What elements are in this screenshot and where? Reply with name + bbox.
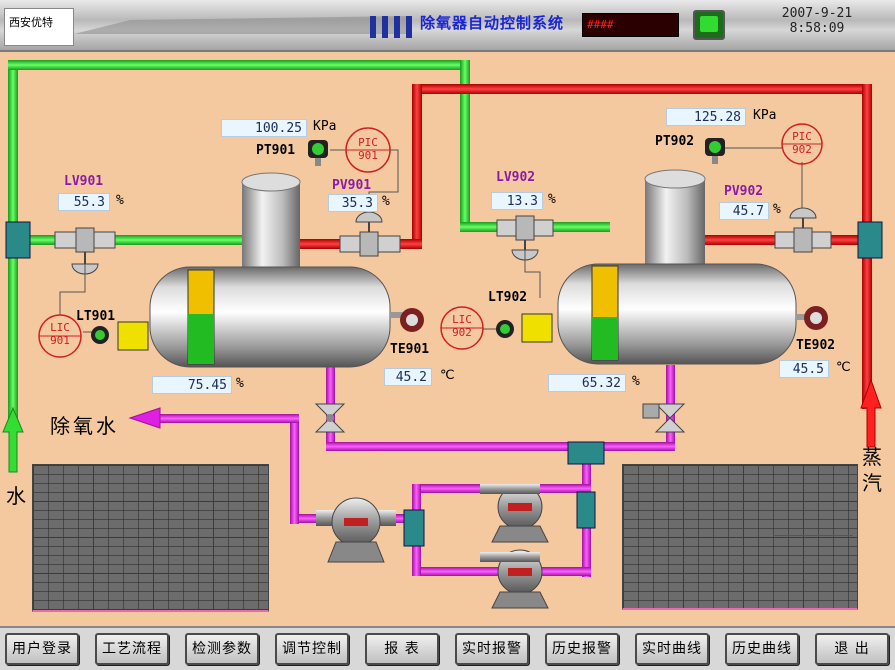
te902-sensor bbox=[796, 306, 828, 330]
outlet-horizontal bbox=[160, 414, 299, 423]
feed-pump-1[interactable] bbox=[316, 497, 396, 563]
level-901-value: 75.45 bbox=[152, 376, 232, 394]
water-inlet-arrow bbox=[2, 406, 24, 473]
nav-user-login-button[interactable]: 用户登录 bbox=[5, 633, 79, 665]
lv901-tag: LV901 bbox=[64, 174, 104, 189]
nav-history-alarm-button[interactable]: 历史报警 bbox=[545, 633, 619, 665]
outlet-valve-1[interactable] bbox=[314, 403, 346, 433]
pv901-unit: % bbox=[382, 194, 390, 209]
nav-control-button[interactable]: 调节控制 bbox=[275, 633, 349, 665]
steam-pipe-mid bbox=[412, 84, 422, 249]
steam-inlet-label: 蒸汽 bbox=[862, 445, 882, 495]
pv902-unit: % bbox=[773, 202, 781, 217]
steam-pipe-top bbox=[412, 84, 872, 94]
process-diagram bbox=[2, 60, 883, 609]
pv902-value[interactable]: 45.7 bbox=[719, 202, 769, 220]
lt902-tag: LT902 bbox=[488, 290, 528, 305]
pump-tee-right bbox=[576, 491, 596, 529]
outlet-valve-2[interactable] bbox=[642, 403, 686, 433]
pump-tee-left bbox=[403, 509, 425, 547]
water-tee-left bbox=[5, 221, 31, 259]
lv901-unit: % bbox=[116, 193, 124, 208]
pt901-tag: PT901 bbox=[256, 143, 296, 158]
te901-tag: TE901 bbox=[390, 342, 430, 357]
deaerated-water-arrow bbox=[128, 407, 161, 429]
alarm-display: #### bbox=[582, 13, 679, 37]
steam-inlet-arrow bbox=[860, 378, 882, 448]
lt901-tag: LT901 bbox=[76, 309, 116, 324]
water-pipe-to-lv901 bbox=[18, 235, 248, 245]
feed-pump-3[interactable] bbox=[480, 549, 549, 609]
lt901-transmitter bbox=[91, 321, 149, 351]
pt902-tag: PT902 bbox=[655, 134, 695, 149]
pv901-value[interactable]: 35.3 bbox=[328, 194, 378, 212]
te902-unit: ℃ bbox=[836, 360, 851, 375]
pt902-transmitter bbox=[705, 138, 725, 164]
nav-parameters-button[interactable]: 检测参数 bbox=[185, 633, 259, 665]
datetime-display: 2007-9-21 8:58:09 bbox=[762, 6, 872, 36]
trend-panel-left[interactable] bbox=[32, 464, 269, 612]
te902-tag: TE902 bbox=[796, 338, 836, 353]
deaerator-tank-2 bbox=[557, 169, 797, 365]
level-901-unit: % bbox=[236, 376, 244, 391]
pt901-unit: KPa bbox=[313, 119, 337, 134]
date-text: 2007-9-21 bbox=[781, 6, 853, 21]
lv901-value[interactable]: 55.3 bbox=[58, 193, 110, 211]
level-902-value: 65.32 bbox=[548, 374, 626, 392]
header-decoration bbox=[74, 16, 412, 38]
pv902-tag: PV902 bbox=[724, 184, 764, 199]
lv902-tag: LV902 bbox=[496, 170, 536, 185]
level-902-unit: % bbox=[632, 374, 640, 389]
nav-process-flow-button[interactable]: 工艺流程 bbox=[95, 633, 169, 665]
water-pipe-mid bbox=[460, 60, 470, 230]
deaerated-water-label: 除氧水 bbox=[50, 414, 119, 438]
outlet-tee bbox=[567, 441, 605, 465]
pv902-valve[interactable] bbox=[774, 207, 832, 253]
water-pipe-top bbox=[8, 60, 470, 70]
te901-sensor bbox=[390, 308, 424, 332]
company-logo: 西安优特 bbox=[4, 8, 74, 46]
nav-history-curve-button[interactable]: 历史曲线 bbox=[725, 633, 799, 665]
water-inlet-label: 水 bbox=[6, 484, 26, 508]
te901-unit: ℃ bbox=[440, 368, 455, 383]
lic902-signal-line bbox=[524, 250, 541, 298]
tank-1-level-fill bbox=[188, 314, 214, 364]
run-status-button[interactable] bbox=[693, 10, 725, 40]
pv901-tag: PV901 bbox=[332, 178, 372, 193]
nav-report-button[interactable]: 报 表 bbox=[365, 633, 439, 665]
pt901-value: 100.25 bbox=[221, 119, 307, 137]
nav-realtime-curve-button[interactable]: 实时曲线 bbox=[635, 633, 709, 665]
time-text: 8:58:09 bbox=[789, 21, 845, 36]
trend-panel-right[interactable] bbox=[622, 464, 858, 610]
feed-pump-2[interactable] bbox=[480, 484, 549, 543]
outlet-up bbox=[290, 414, 299, 524]
nav-exit-button[interactable]: 退 出 bbox=[815, 633, 889, 665]
outlet-header bbox=[326, 442, 675, 451]
nav-realtime-alarm-button[interactable]: 实时报警 bbox=[455, 633, 529, 665]
steam-tee-right bbox=[857, 221, 883, 259]
system-title: 除氧器自动控制系统 bbox=[420, 14, 565, 32]
tank-2-level-fill bbox=[592, 317, 618, 360]
lic901-signal-line bbox=[59, 264, 86, 315]
lt902-transmitter bbox=[496, 313, 553, 343]
lv901-valve[interactable] bbox=[54, 227, 116, 275]
te902-value: 45.5 bbox=[779, 360, 829, 378]
pv901-valve[interactable] bbox=[339, 211, 401, 257]
lv902-unit: % bbox=[548, 192, 556, 207]
pt902-value: 125.28 bbox=[666, 108, 746, 126]
lv902-value[interactable]: 13.3 bbox=[491, 192, 543, 210]
pt902-unit: KPa bbox=[753, 108, 777, 123]
deaerator-tank-1 bbox=[149, 172, 391, 368]
te901-value: 45.2 bbox=[384, 368, 432, 386]
pt901-transmitter bbox=[308, 140, 328, 166]
